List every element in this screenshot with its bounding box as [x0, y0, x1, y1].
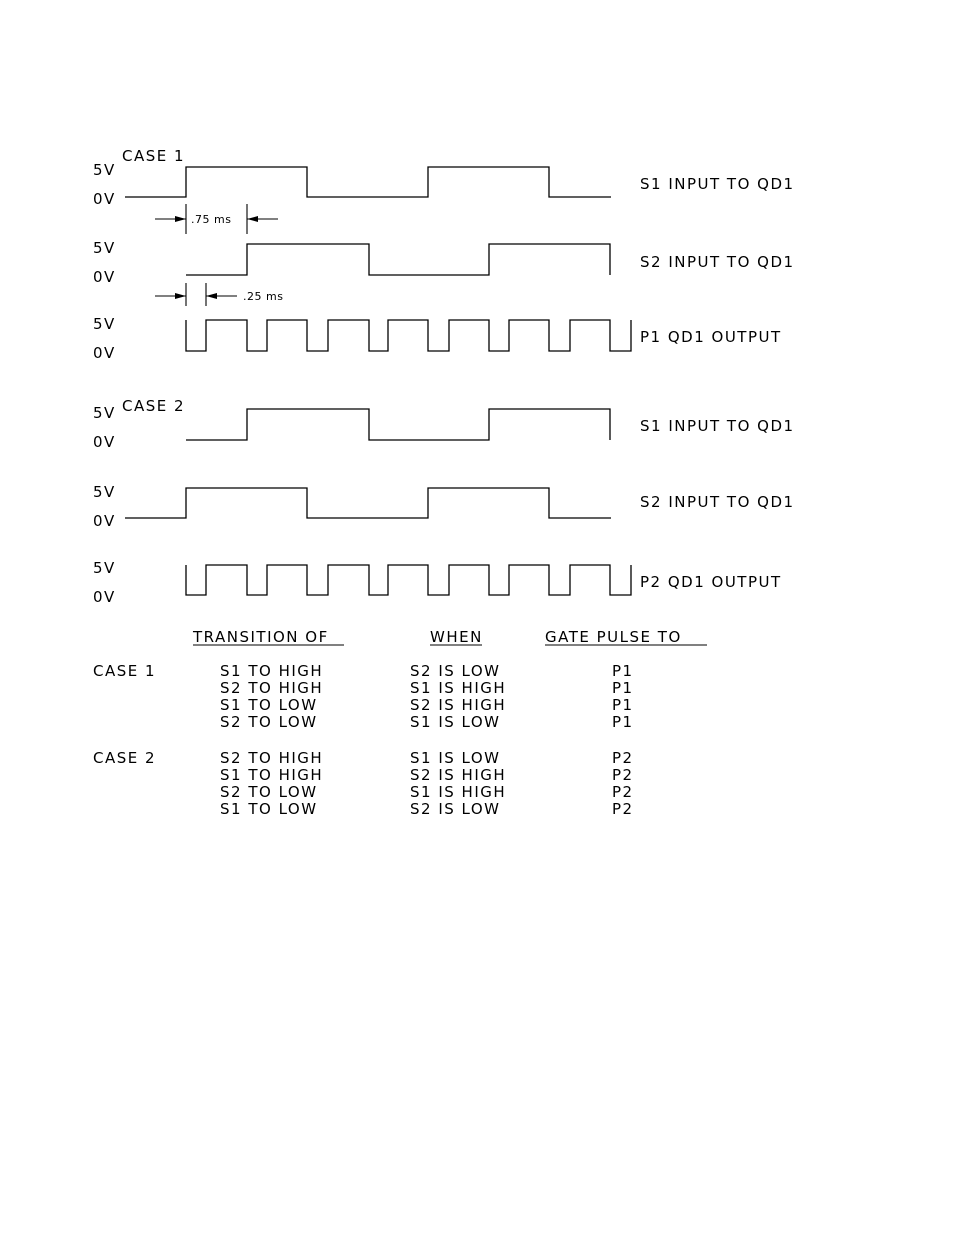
- row-when: S1 IS LOW: [410, 749, 501, 767]
- row-gate: P2: [612, 800, 634, 818]
- table-row: S2 TO LOW S1 IS LOW P1: [220, 713, 634, 731]
- case2-title: CASE 2: [122, 397, 185, 415]
- case1-title: CASE 1: [122, 147, 185, 165]
- row-when: S1 IS HIGH: [410, 679, 506, 697]
- row-transition: S1 TO LOW: [220, 696, 318, 714]
- dim-025-marker: [155, 283, 237, 306]
- row-when: S2 IS LOW: [410, 662, 501, 680]
- case1-s2-label: S2 INPUT TO QD1: [640, 253, 795, 271]
- row-transition: S2 TO LOW: [220, 783, 318, 801]
- case2-s1-0v-label: 0V: [93, 433, 116, 451]
- header-when: WHEN: [430, 628, 483, 646]
- row-transition: S1 TO HIGH: [220, 766, 323, 784]
- case1-s2-0v-label: 0V: [93, 268, 116, 286]
- table-row: S2 TO HIGH S1 IS HIGH P1: [220, 679, 634, 697]
- case2-p2-0v-label: 0V: [93, 588, 116, 606]
- case1-s2-waveform: [186, 243, 611, 276]
- case1-s1-waveform: [125, 166, 611, 198]
- row-gate: P2: [612, 783, 634, 801]
- row-gate: P1: [612, 662, 634, 680]
- table-row: S2 TO HIGH S1 IS LOW P2: [220, 749, 634, 767]
- case2-s2-label: S2 INPUT TO QD1: [640, 493, 795, 511]
- row-gate: P2: [612, 749, 634, 767]
- row-transition: S2 TO LOW: [220, 713, 318, 731]
- row-when: S2 IS HIGH: [410, 766, 506, 784]
- row-when: S1 IS HIGH: [410, 783, 506, 801]
- row-gate: P1: [612, 713, 634, 731]
- row-transition: S1 TO LOW: [220, 800, 318, 818]
- case2-s1-5v-label: 5V: [93, 404, 116, 422]
- case1-s1-label: S1 INPUT TO QD1: [640, 175, 795, 193]
- case1-p1-label: P1 QD1 OUTPUT: [640, 328, 782, 346]
- table-case2-label: CASE 2: [93, 749, 156, 767]
- row-gate: P2: [612, 766, 634, 784]
- case1-s1-5v-label: 5V: [93, 161, 116, 179]
- case1-s1-0v-label: 0V: [93, 190, 116, 208]
- case1-p1-waveform: [185, 319, 632, 352]
- case1-p1-0v-label: 0V: [93, 344, 116, 362]
- table-case1-label: CASE 1: [93, 662, 156, 680]
- case2-p2-waveform: [185, 564, 632, 596]
- table-row: S1 TO HIGH S2 IS HIGH P2: [220, 766, 634, 784]
- case2-s2-5v-label: 5V: [93, 483, 116, 501]
- case2-p2-5v-label: 5V: [93, 559, 116, 577]
- dim-025-label: .25 ms: [243, 290, 283, 303]
- case1-p1-5v-label: 5V: [93, 315, 116, 333]
- row-transition: S1 TO HIGH: [220, 662, 323, 680]
- header-gate-pulse: GATE PULSE TO: [545, 628, 682, 646]
- case1-s2-5v-label: 5V: [93, 239, 116, 257]
- row-gate: P1: [612, 679, 634, 697]
- table-row: S1 TO LOW S2 IS HIGH P1: [220, 696, 634, 714]
- row-transition: S2 TO HIGH: [220, 679, 323, 697]
- row-gate: P1: [612, 696, 634, 714]
- case2-p2-label: P2 QD1 OUTPUT: [640, 573, 782, 591]
- table-row: S1 TO LOW S2 IS LOW P2: [220, 800, 634, 818]
- dim-075-marker: [155, 204, 278, 234]
- case2-s1-waveform: [186, 408, 611, 441]
- case2-s2-0v-label: 0V: [93, 512, 116, 530]
- case2-s1-label: S1 INPUT TO QD1: [640, 417, 795, 435]
- row-when: S2 IS HIGH: [410, 696, 506, 714]
- row-when: S2 IS LOW: [410, 800, 501, 818]
- row-transition: S2 TO HIGH: [220, 749, 323, 767]
- header-transition: TRANSITION OF: [192, 628, 329, 646]
- table-header: TRANSITION OF WHEN GATE PULSE TO: [192, 628, 707, 646]
- table-row: S2 TO LOW S1 IS HIGH P2: [220, 783, 634, 801]
- dim-075-label: .75 ms: [191, 213, 231, 226]
- case2-s2-waveform: [125, 487, 611, 519]
- row-when: S1 IS LOW: [410, 713, 501, 731]
- table-row: S1 TO HIGH S2 IS LOW P1: [220, 662, 634, 680]
